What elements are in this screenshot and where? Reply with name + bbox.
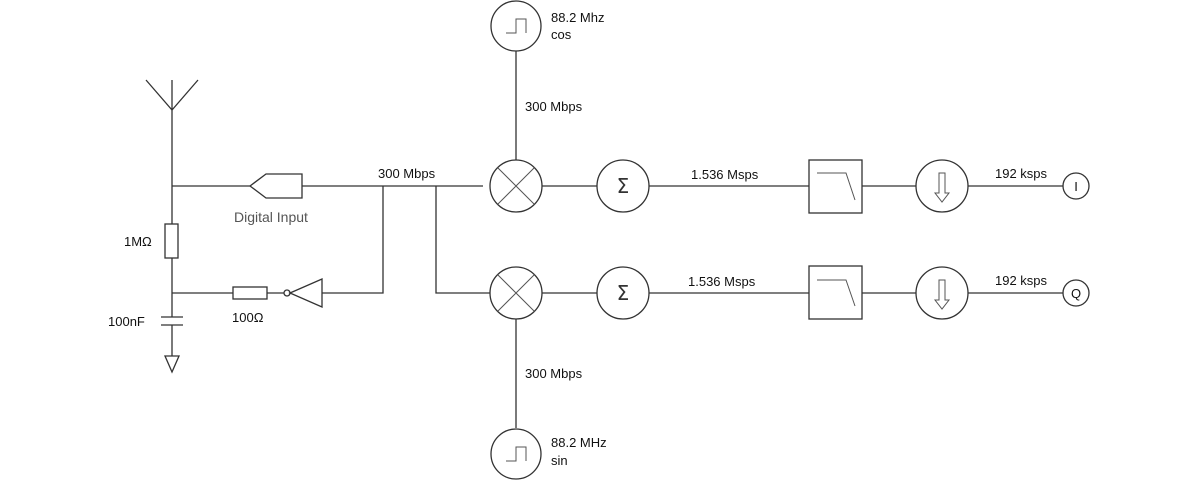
sum-i: Σ [596,159,650,213]
osc-cos-freq: 88.2 Mhz [551,10,604,25]
ground-icon [164,355,180,374]
mid-rate-i: 1.536 Msps [691,167,759,182]
square-wave-icon [506,18,527,34]
resistor-1m-label: 1MΩ [124,234,152,249]
osc-sin-freq: 88.2 MHz [551,435,607,450]
input-rate-label: 300 Mbps [378,166,436,181]
oscillator-cos [490,0,542,52]
resistor-1m [164,223,179,259]
lowpass-filter-q [808,265,863,320]
out-rate-q: 192 ksps [995,273,1048,288]
down-arrow-icon [933,172,951,203]
decimator-i [915,159,969,213]
lowpass-filter-i [808,159,863,214]
osc-cos-type: cos [551,27,572,42]
down-arrow-icon [933,279,951,310]
output-q-label: Q [1071,286,1081,301]
digital-input-port [248,173,303,199]
osc-sin-rate: 300 Mbps [525,366,583,381]
osc-cos-rate: 300 Mbps [525,99,583,114]
output-port-q: Q [1062,279,1090,307]
square-wave-icon [506,446,527,462]
oscillator-sin [490,428,542,480]
inverter-buffer [283,278,323,308]
mixer-q [489,266,543,320]
antenna-icon [145,79,199,111]
sum-q: Σ [596,266,650,320]
capacitor-100nf [161,316,183,326]
digital-input-label: Digital Input [234,209,308,225]
decimator-q [915,266,969,320]
resistor-100-label: 100Ω [232,310,264,325]
sigma-icon: Σ [617,281,630,305]
mixer-i [489,159,543,213]
capacitor-label: 100nF [108,314,145,329]
sigma-icon: Σ [617,174,630,198]
resistor-100 [232,286,268,300]
output-port-i: I [1062,172,1090,200]
mid-rate-q: 1.536 Msps [688,274,756,289]
out-rate-i: 192 ksps [995,166,1048,181]
output-i-label: I [1074,179,1078,194]
osc-sin-type: sin [551,453,568,468]
